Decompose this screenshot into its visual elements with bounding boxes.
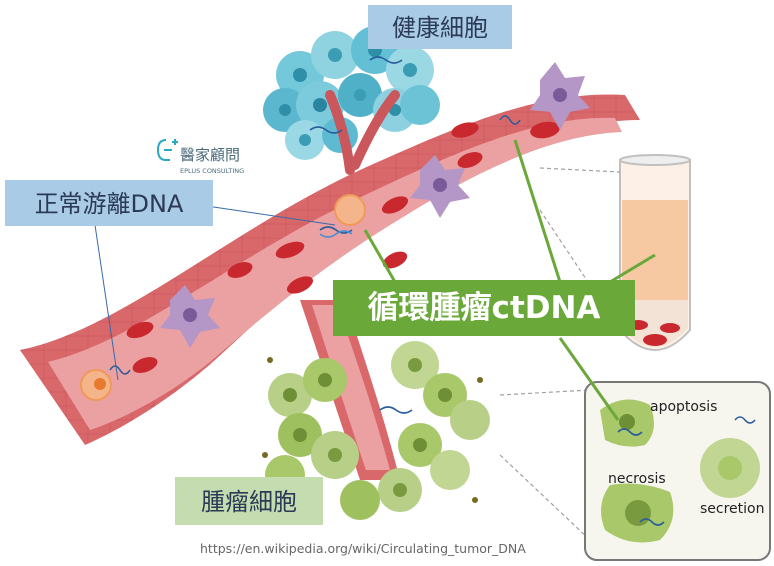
inset-apoptosis-label: apoptosis	[650, 399, 717, 415]
label-healthy-cells: 健康細胞	[368, 5, 512, 49]
label-normal-cfdna-text: 正常游離DNA	[35, 190, 184, 218]
logo-subtitle: EPLUS CONSULTING	[180, 167, 244, 175]
cfdna-pointers	[94, 204, 336, 381]
logo-name: 醫家顧問	[180, 146, 240, 164]
label-ctdna: 循環腫瘤ctDNA	[333, 280, 635, 336]
inset-box: apoptosis necrosis secretion	[584, 381, 771, 561]
label-ctdna-text: 循環腫瘤ctDNA	[368, 290, 601, 326]
logo: 醫家顧問 EPLUS CONSULTING	[156, 139, 244, 175]
tumor-cell-cluster	[262, 341, 490, 520]
ctdna-pointers	[363, 139, 656, 421]
label-healthy-cells-text: 健康細胞	[392, 14, 488, 42]
healthy-cell-cluster	[263, 26, 440, 175]
dna-fragments	[109, 56, 521, 414]
label-tumor-cells-text: 腫瘤細胞	[201, 488, 297, 516]
test-tube	[619, 154, 691, 351]
label-tumor-cells: 腫瘤細胞	[175, 477, 323, 525]
source-url: https://en.wikipedia.org/wiki/Circulatin…	[200, 541, 526, 556]
immune-cells	[160, 62, 590, 348]
inset-necrosis-label: necrosis	[608, 471, 666, 487]
logo-icon	[156, 139, 178, 161]
label-normal-cfdna: 正常游離DNA	[5, 180, 213, 226]
red-blood-cells	[126, 121, 560, 373]
orange-cells	[80, 194, 366, 401]
blood-vessel	[20, 94, 640, 480]
inset-secretion-label: secretion	[700, 501, 764, 517]
